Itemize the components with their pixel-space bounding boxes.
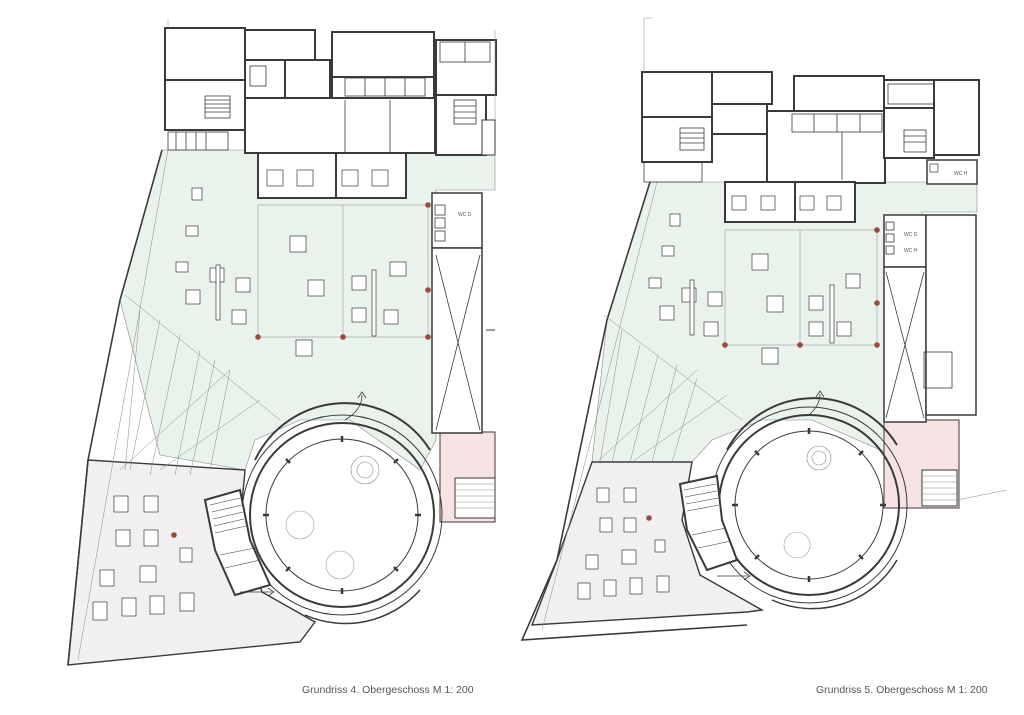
structural-columns xyxy=(646,227,880,521)
atrium-void xyxy=(596,314,743,463)
room-label-wc-d: WC D xyxy=(458,212,472,218)
stair-core xyxy=(203,488,272,597)
floor-plan-5og-drawing: WC H WC D WC H xyxy=(520,17,1008,641)
floor-plan-4og-drawing: WC D xyxy=(67,20,497,666)
west-facade xyxy=(67,149,163,666)
atrium-columns xyxy=(263,436,421,594)
workstations xyxy=(648,195,861,365)
room-label-wc-h-upper: WC H xyxy=(954,171,968,177)
room-label-wc-h-lower: WC H xyxy=(904,248,918,254)
direction-arrows xyxy=(717,390,825,581)
plan-caption-5og: Grundriss 5. Obergeschoss M 1: 200 xyxy=(816,684,988,696)
circular-atrium xyxy=(241,402,443,625)
existing-building-top xyxy=(641,71,980,184)
west-facade xyxy=(520,181,748,641)
floor-plan-4og: WC D xyxy=(67,20,497,666)
lounge-tables xyxy=(577,487,670,600)
workstations xyxy=(175,169,407,357)
floor-plan-5og: WC H WC D WC H xyxy=(512,0,1024,715)
room-label-wc-d: WC D xyxy=(904,232,918,238)
wc-block xyxy=(431,192,483,434)
existing-building-top xyxy=(164,27,497,156)
direction-arrows xyxy=(240,391,367,597)
stair-core xyxy=(678,474,739,572)
plan-caption-4og: Grundriss 4. Obergeschoss M 1: 200 xyxy=(302,684,474,696)
atrium-void xyxy=(119,294,281,476)
open-office-area xyxy=(119,149,496,471)
structural-columns xyxy=(171,202,431,538)
lounge-tables xyxy=(92,495,195,621)
atrium-columns xyxy=(732,428,886,582)
